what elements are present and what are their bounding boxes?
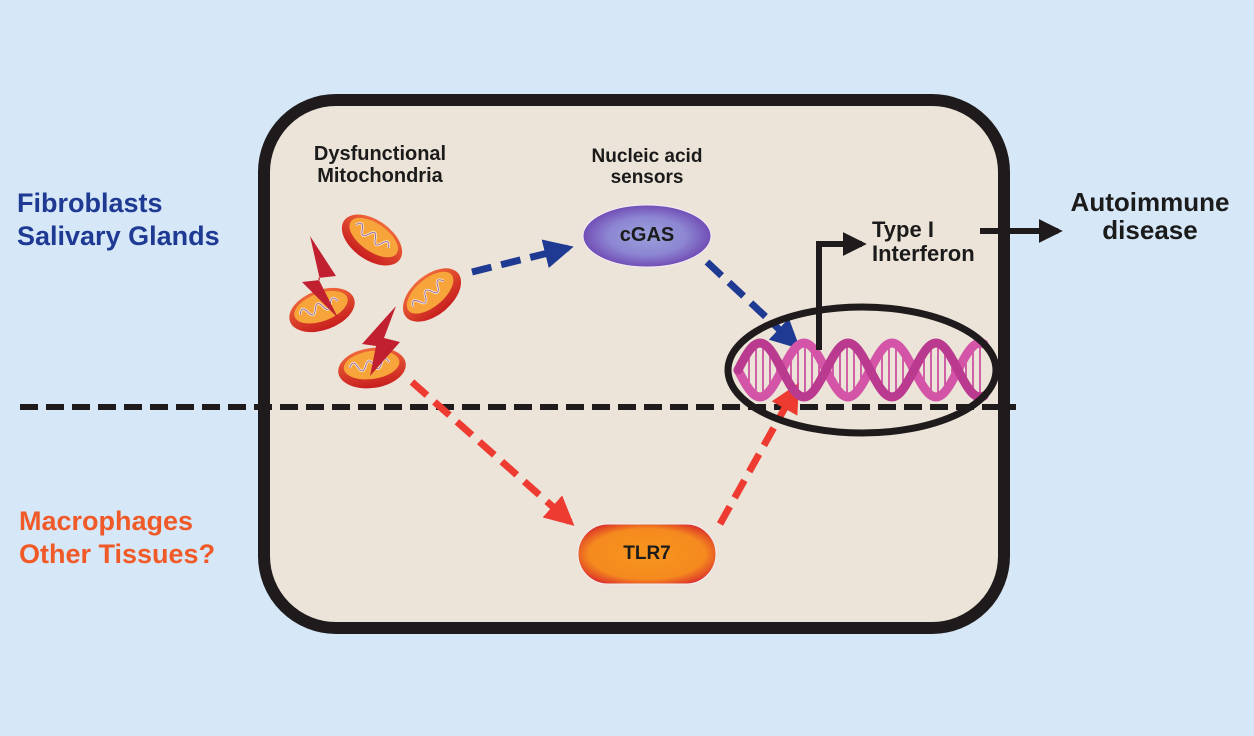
- mitochondria-label-line1: Dysfunctional: [313, 143, 447, 165]
- lightning-bolt-icon: [362, 306, 400, 376]
- nucleus-outline: [724, 303, 1000, 437]
- tlr7-label: TLR7: [623, 543, 671, 564]
- mitochondrion-icon: [402, 268, 462, 322]
- lower-tissue-line2: Other Tissues?: [19, 538, 216, 569]
- sensors-label-line2: sensors: [610, 166, 684, 188]
- cell-body: [258, 94, 1010, 634]
- mito-to-tlr7-arrow: [409, 379, 575, 526]
- transcription-arrow: [816, 232, 867, 350]
- cgas-to-dna-arrow: [704, 259, 801, 350]
- tlr7-node: [577, 523, 717, 585]
- tlr7-to-dna-arrow: [716, 382, 800, 526]
- lightning-bolt-icon: [302, 236, 338, 318]
- dna-strand: [733, 338, 989, 402]
- mitochondria-label: Dysfunctional Mitochondria: [290, 143, 470, 187]
- interferon-label-line2: Interferon: [872, 240, 975, 266]
- disease-label-line1: Autoimmune: [1070, 187, 1230, 217]
- mito-to-cgas-arrow: [471, 239, 574, 276]
- interferon-label-line1: Type I: [872, 217, 934, 242]
- interferon-label: Type I Interferon: [872, 218, 975, 266]
- disease-label-line2: disease: [1102, 215, 1198, 246]
- mitochondria-label-line2: Mitochondria: [317, 164, 443, 187]
- cgas-label: cGAS: [619, 224, 675, 246]
- disease-label: Autoimmune disease: [1050, 188, 1250, 244]
- cgas-node: [582, 204, 712, 268]
- dna-helix-icon: [733, 338, 989, 402]
- lower-tissue-line1: Macrophages: [19, 506, 194, 536]
- upper-tissue-line1: Fibroblasts: [17, 188, 163, 218]
- mitochondrion-icon: [289, 287, 355, 333]
- dna-strand: [733, 338, 989, 402]
- mitochondrion-icon: [338, 347, 406, 389]
- lower-tissue-label: Macrophages Other Tissues?: [19, 505, 215, 571]
- sensors-label-line1: Nucleic acid: [591, 146, 703, 167]
- upper-tissue-line2: Salivary Glands: [17, 220, 220, 251]
- upper-tissue-label: Fibroblasts Salivary Glands: [17, 187, 220, 253]
- mitochondrion-icon: [341, 214, 403, 266]
- sensors-label: Nucleic acid sensors: [557, 146, 737, 188]
- mitochondria-group: [289, 214, 462, 389]
